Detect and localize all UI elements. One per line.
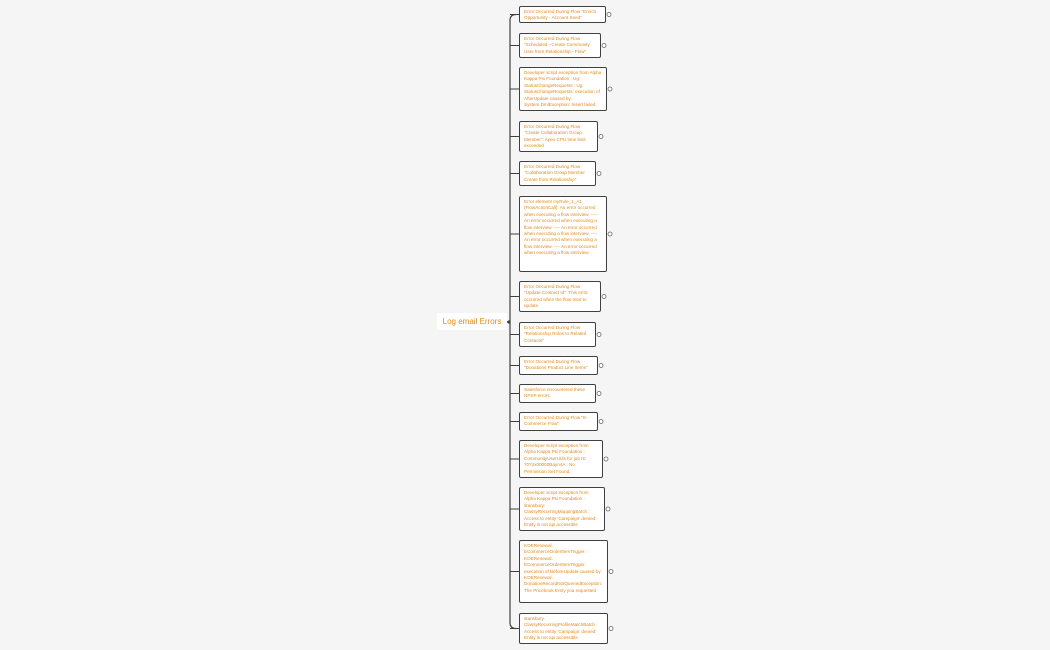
collapse-toggle-icon	[601, 294, 607, 299]
collapse-toggle-icon	[596, 171, 602, 176]
subtopic-text: Developer script exception from Alpha Ka…	[524, 490, 597, 528]
subtopic-node[interactable]: Salesforce encountered these NPSP errors…	[519, 384, 596, 403]
collapse-toggle-icon	[605, 506, 611, 512]
subtopic-node[interactable]: Error Occurred During Flow "Collaboratio…	[519, 161, 596, 186]
root-topic[interactable]: Log email Errors	[437, 313, 507, 330]
subtopic-text: Salesforce encountered these NPSP errors…	[524, 387, 586, 399]
trunk-line	[509, 13, 517, 630]
collapse-toggle-icon	[603, 456, 609, 462]
subtopic-node[interactable]: Error element myRule_1_A1 (FlowActionCal…	[519, 196, 607, 272]
collapse-toggle-icon	[607, 231, 613, 237]
subtopic-text: stansbury. ClassyRecurringProfileMatchBa…	[524, 616, 598, 641]
subtopic-text: Developer script exception from Alpha Ka…	[524, 70, 602, 108]
collapse-toggle-icon	[596, 332, 602, 337]
subtopic-text: KOERenewal. ECommerceOrderItemTrigger : …	[524, 543, 603, 593]
subtopic-node[interactable]: Error Occurred During Flow "E-Commerce F…	[519, 412, 598, 431]
subtopic-node[interactable]: stansbury. ClassyRecurringProfileMatchBa…	[519, 613, 608, 644]
collapse-toggle-icon	[608, 569, 614, 574]
subtopic-text: Error Occurred During Flow "Enrich Oppor…	[524, 9, 597, 21]
collapse-toggle-icon	[608, 626, 614, 631]
root-topic-label: Log email Errors	[442, 317, 502, 326]
subtopic-node[interactable]: Error Occurred During Flow "Enrich Oppor…	[519, 6, 606, 23]
subtopic-text: Error Occurred During Flow "Donations Pr…	[524, 359, 588, 371]
subtopic-node[interactable]: Error Occurred During Flow "Relationship…	[519, 322, 596, 347]
collapse-toggle-icon	[598, 363, 604, 368]
subtopic-text: Error element myRule_1_A1 (FlowActionCal…	[524, 199, 598, 256]
subtopic-node[interactable]: Developer script exception from Alpha Ka…	[519, 67, 607, 111]
subtopic-node[interactable]: Developer script exception from Alpha Ka…	[519, 487, 605, 531]
subtopic-text: Error Occurred During Flow "Update Contr…	[524, 284, 588, 309]
subtopic-text: Error Occurred During Flow "Create Colla…	[524, 124, 586, 149]
subtopic-text: Error Occurred During Flow "Scheduled - …	[524, 36, 590, 54]
subtopic-text: Error Occurred During Flow "Relationship…	[524, 325, 587, 343]
collapse-toggle-icon	[601, 43, 607, 48]
collapse-toggle-icon	[607, 86, 613, 92]
subtopic-node[interactable]: Error Occurred During Flow "Scheduled - …	[519, 33, 601, 58]
collapse-toggle-icon	[598, 419, 604, 424]
subtopic-node[interactable]: Error Occurred During Flow "Update Contr…	[519, 281, 601, 312]
subtopic-node[interactable]: Error Occurred During Flow "Donations Pr…	[519, 356, 598, 375]
collapse-toggle-icon	[598, 134, 604, 139]
collapse-toggle-icon	[606, 12, 612, 17]
collapse-toggle-icon	[596, 391, 602, 396]
subtopic-text: Error Occurred During Flow "E-Commerce F…	[524, 415, 588, 427]
subtopic-node[interactable]: Error Occurred During Flow "Create Colla…	[519, 121, 598, 152]
subtopic-node[interactable]: Developer script exception from Alpha Ka…	[519, 440, 603, 478]
subtopic-text: Developer script exception from Alpha Ka…	[524, 443, 589, 474]
subtopic-text: Error Occurred During Flow "Collaboratio…	[524, 164, 585, 182]
subtopic-node[interactable]: KOERenewal. ECommerceOrderItemTrigger : …	[519, 540, 608, 603]
